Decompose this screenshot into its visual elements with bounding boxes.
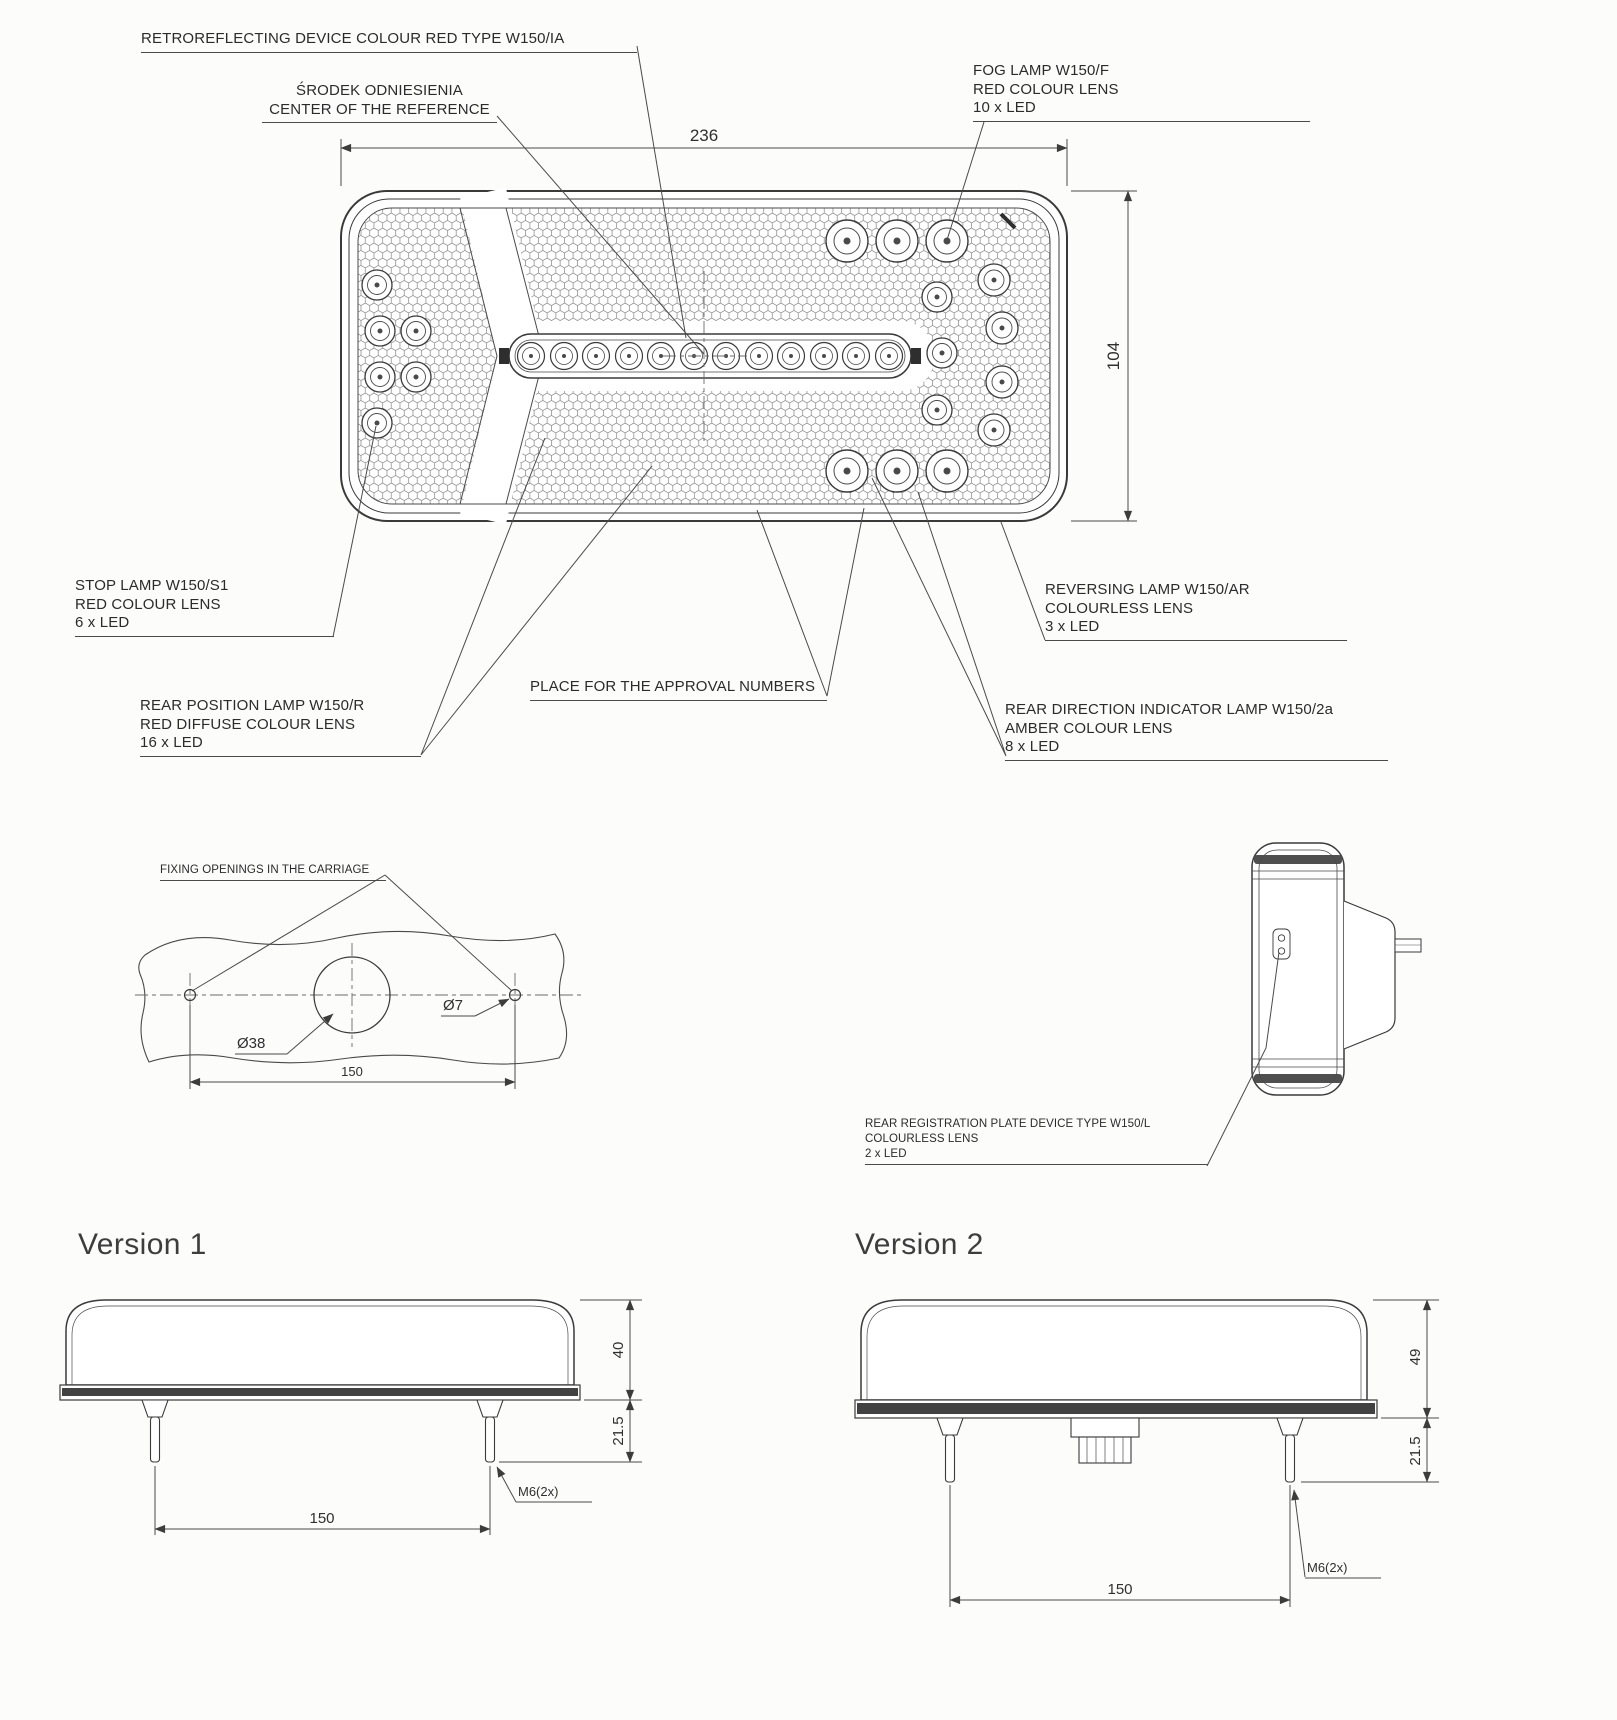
dim-height-extensions — [1071, 190, 1137, 522]
callout-line: 3 x LED — [1045, 618, 1100, 635]
v1-gasket-band — [62, 1388, 578, 1396]
callout-center-reference: ŚRODEK ODNIESIENIA CENTER OF THE REFEREN… — [262, 82, 497, 123]
callout-line: 16 x LED — [140, 734, 203, 751]
callout-line: 10 x LED — [973, 99, 1036, 116]
callout-line: RED COLOUR LENS — [973, 80, 1119, 98]
v2-spacing-extensions — [949, 1485, 1291, 1607]
side-body — [1251, 842, 1345, 1096]
v2-lens-inner-line — [866, 1305, 1362, 1400]
callout-line: PLACE FOR THE APPROVAL NUMBERS — [530, 678, 816, 695]
v2-lens-body — [860, 1299, 1368, 1401]
v2-mounting-stud-right — [1276, 1417, 1304, 1483]
v1-thread-label: M6(2x) — [518, 1484, 558, 1499]
callout-fixing-openings-title: FIXING OPENINGS IN THE CARRIAGE — [160, 863, 386, 881]
callout-line: COLOURLESS LENS — [1045, 599, 1194, 617]
callout-approval-numbers: PLACE FOR THE APPROVAL NUMBERS — [530, 678, 827, 701]
callout-rear-position-lamp: REAR POSITION LAMP W150/R RED DIFFUSE CO… — [140, 697, 421, 757]
connector-housing — [1343, 900, 1396, 1050]
v1-spacing-extensions — [154, 1466, 491, 1535]
callout-stop-lamp: STOP LAMP W150/S1 RED COLOUR LENS 6 x LE… — [75, 577, 334, 637]
strip-end-tab-left — [499, 348, 509, 364]
bottom-gasket-band — [1254, 1074, 1342, 1083]
v2-connector-block — [1070, 1417, 1140, 1464]
corner-mark — [999, 212, 1017, 230]
dim-small-hole-leader — [474, 998, 510, 1017]
v1-lens-inner-line — [71, 1305, 569, 1385]
fixing-openings-view: Ø38 Ø7 150 — [135, 930, 581, 1089]
rear-position-led-strip — [499, 333, 921, 379]
callout-line: 2 x LED — [865, 1148, 907, 1160]
callout-line: 8 x LED — [1005, 738, 1060, 755]
callout-line: REAR DIRECTION INDICATOR LAMP W150/2a — [1005, 701, 1334, 718]
callout-retroreflecting: RETROREFLECTING DEVICE COLOUR RED TYPE W… — [141, 30, 637, 53]
v2-mounting-stud-left — [936, 1417, 964, 1483]
dim-width-extensions — [340, 139, 1068, 186]
callout-line: COLOURLESS LENS — [865, 1133, 979, 1145]
fog-lamp-leds — [825, 219, 969, 263]
carriage-panel-outline — [138, 930, 568, 1065]
v1-dim-height-label: 40 — [610, 1342, 627, 1359]
direction-indicator-leds — [825, 449, 969, 493]
v1-mounting-stud-left — [141, 1399, 169, 1463]
dim-width-label: 236 — [690, 126, 718, 145]
v2-thread-leader — [1291, 1489, 1306, 1578]
callout-line: RED DIFFUSE COLOUR LENS — [140, 715, 356, 733]
v1-dim-spacing-label: 150 — [309, 1510, 334, 1527]
v2-dim-height-label: 49 — [1407, 1349, 1424, 1366]
callout-registration-plate: REAR REGISTRATION PLATE DEVICE TYPE W150… — [865, 1117, 1208, 1165]
strip-end-tab-right — [911, 348, 921, 364]
callout-line: STOP LAMP W150/S1 — [75, 577, 229, 594]
dim-small-hole-label: Ø7 — [443, 997, 463, 1014]
registration-plate-window — [1272, 928, 1291, 960]
v2-dim-stud-label: 21.5 — [1407, 1436, 1424, 1465]
callout-line: REAR POSITION LAMP W150/R — [140, 697, 365, 714]
callout-rear-direction-lamp: REAR DIRECTION INDICATOR LAMP W150/2a AM… — [1005, 701, 1388, 761]
v1-dim-stud-label: 21.5 — [610, 1416, 627, 1445]
callout-line: REVERSING LAMP W150/AR — [1045, 581, 1250, 598]
dim-150-extensions — [189, 1005, 516, 1089]
connector-pin — [1394, 938, 1422, 953]
callout-line: 6 x LED — [75, 614, 130, 631]
callout-line: RETROREFLECTING DEVICE COLOUR RED TYPE W… — [141, 30, 565, 47]
version1-side-view: 40 21.5 M6(2x) 150 — [59, 1299, 642, 1535]
callout-line: REAR REGISTRATION PLATE DEVICE TYPE W150… — [865, 1118, 1151, 1130]
v2-thread-label: M6(2x) — [1307, 1560, 1347, 1575]
dim-large-hole-label: Ø38 — [237, 1035, 265, 1052]
v1-lens-body — [65, 1299, 575, 1386]
callout-reversing-lamp: REVERSING LAMP W150/AR COLOURLESS LENS 3… — [1045, 581, 1347, 641]
callout-line: RED COLOUR LENS — [75, 595, 221, 613]
dim-large-hole-leader — [286, 1013, 334, 1055]
callout-line: FIXING OPENINGS IN THE CARRIAGE — [160, 864, 370, 876]
small-fixing-hole-left — [183, 988, 197, 1002]
version1-title: Version 1 — [78, 1228, 207, 1261]
v1-thread-leader — [496, 1466, 517, 1503]
small-fixing-hole-right — [508, 988, 522, 1002]
callout-line: FOG LAMP W150/F — [973, 62, 1110, 79]
leader-reversing-lamp — [1000, 521, 1046, 641]
callout-line: ŚRODEK ODNIESIENIA — [296, 82, 463, 99]
version2-side-view: 49 21.5 M6(2x) 150 — [854, 1299, 1439, 1607]
callout-line: AMBER COLOUR LENS — [1005, 719, 1173, 737]
dim-150-label: 150 — [341, 1064, 363, 1079]
main-lamp-front-view — [340, 187, 1068, 525]
lamp-side-view — [1251, 842, 1422, 1096]
side-seam-lines — [1252, 870, 1344, 1068]
callout-fog-lamp: FOG LAMP W150/F RED COLOUR LENS 10 x LED — [973, 62, 1310, 122]
leader-approval-numbers — [756, 507, 865, 697]
top-gasket-band — [1254, 855, 1342, 864]
version2-title: Version 2 — [855, 1228, 984, 1261]
v2-dim-spacing-label: 150 — [1107, 1581, 1132, 1598]
dim-height-label: 104 — [1104, 342, 1123, 370]
callout-line: CENTER OF THE REFERENCE — [269, 100, 490, 118]
v2-gasket-band — [857, 1403, 1375, 1414]
v1-mounting-stud-right — [476, 1399, 504, 1463]
